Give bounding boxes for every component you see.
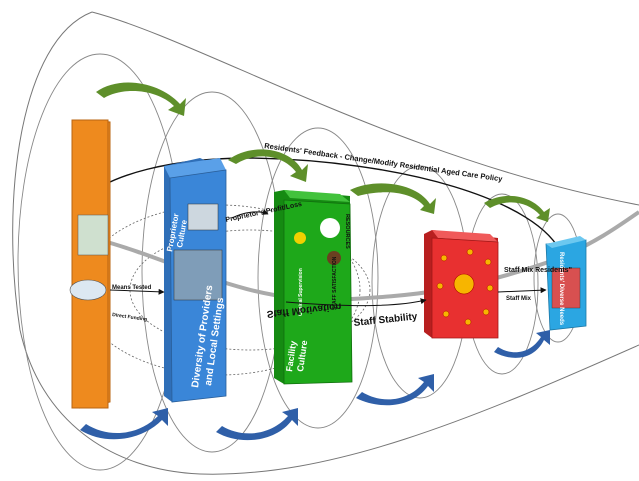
residential-policy-box	[69, 119, 111, 409]
funnel-outline	[12, 11, 639, 475]
blue-arrow-1	[80, 408, 168, 440]
buildings-picture	[173, 249, 223, 301]
hub-node	[453, 273, 475, 295]
connector-arrows	[109, 209, 547, 307]
staff-stability-label: Staff Stability	[353, 311, 418, 329]
blue-arrow-2	[216, 408, 298, 441]
residents-diverse-needs-box: Residents' Diverse Needs	[545, 236, 587, 331]
staff-mix-residents-label: Staff Mix Residents"	[504, 267, 572, 274]
staff-mix-label: Staff Mix	[506, 296, 532, 302]
means-tested-label: Means Tested	[112, 285, 152, 291]
green-arrow-3	[350, 183, 436, 214]
people-picture	[187, 203, 219, 231]
residents-red-box	[424, 230, 499, 339]
green-arrow-2	[228, 149, 308, 182]
clinical-supervision-label: Clinical Supervision	[298, 268, 304, 316]
resources-logo	[320, 218, 340, 238]
orange-box-face	[71, 119, 109, 409]
person-icon	[327, 251, 341, 265]
globe-logo	[69, 279, 107, 301]
sun-logo	[294, 232, 306, 244]
direct-funding-label: Direct Funding	[112, 312, 148, 323]
facility-culture-label-1: Facility	[284, 340, 298, 372]
green-arrow-4	[484, 195, 550, 222]
proprietor-culture-box: Proprietor Culture Diversity of Provider…	[164, 158, 226, 403]
resources-label: RESOURCES	[344, 214, 350, 249]
policy-picture	[77, 214, 109, 256]
blue-arrow-4	[494, 330, 550, 358]
network-nodes	[436, 248, 494, 326]
green-arrows	[96, 82, 550, 222]
residents-diverse-needs-label: Residents' Diverse Needs	[558, 252, 564, 326]
green-arrow-1	[96, 82, 186, 116]
blue-arrows	[80, 330, 550, 441]
facility-culture-label-2: Culture	[295, 340, 309, 373]
staff-satisfaction-label: STAFF SATISFACTION	[332, 256, 338, 310]
facility-culture-box: RESOURCES STAFF SATISFACTION Clinical Su…	[274, 190, 353, 385]
people-group-picture	[551, 267, 581, 309]
blue-arrow-3	[356, 374, 434, 406]
